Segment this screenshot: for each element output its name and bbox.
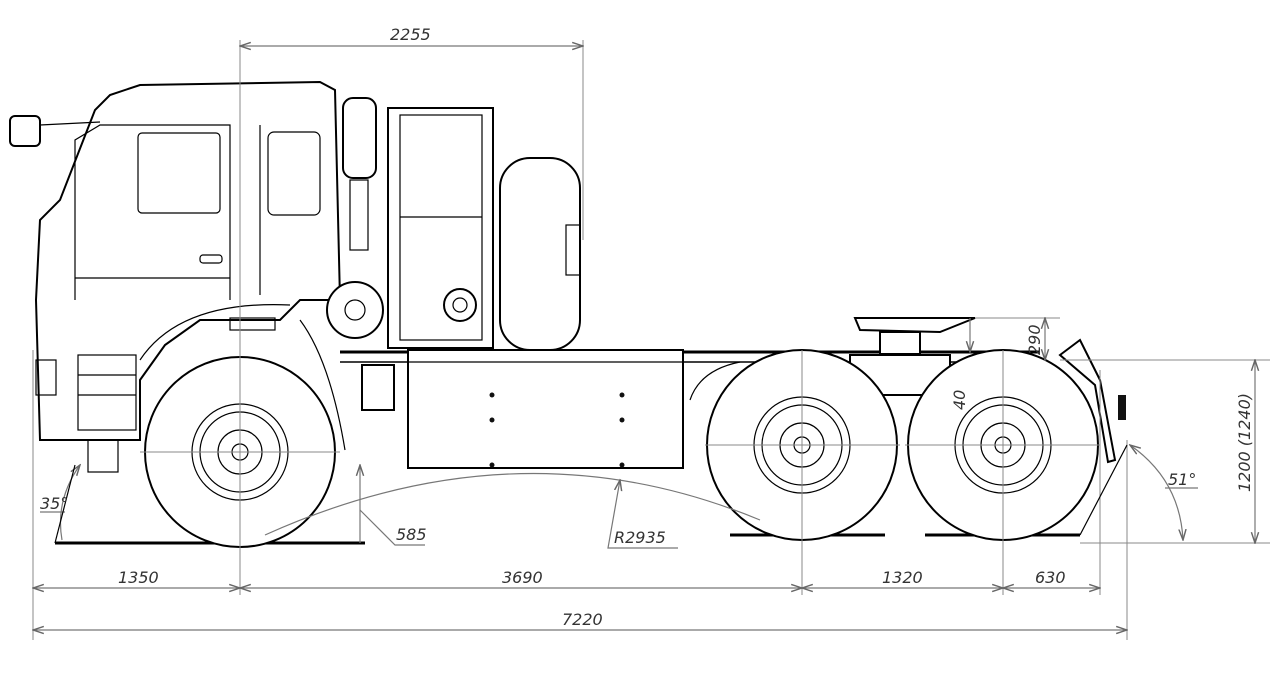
- dim-51-deg: 51°: [1168, 470, 1196, 489]
- dim-1320: 1320: [882, 568, 923, 587]
- mirror: [9, 115, 101, 147]
- dim-r2935: R2935: [614, 528, 666, 547]
- dim-1350: 1350: [118, 568, 159, 587]
- dim-35-deg: 35°: [40, 494, 68, 513]
- dim-40: 40: [950, 390, 969, 410]
- dim-290: 290: [1025, 324, 1044, 355]
- dimension-lines: [33, 46, 1255, 630]
- air-intake: [299, 97, 395, 451]
- spare-tire: [499, 157, 581, 351]
- equipment-box: [387, 107, 494, 349]
- extension-lines: [32, 40, 1270, 640]
- dim-1200-1240: 1200 (1240): [1235, 393, 1254, 492]
- cab: [34, 80, 342, 473]
- dim-7220: 7220: [562, 610, 603, 629]
- dim-630: 630: [1035, 568, 1066, 587]
- dim-3690: 3690: [502, 568, 543, 587]
- rear-lights: [689, 338, 1126, 464]
- chassis: [340, 349, 1040, 469]
- dim-2255: 2255: [390, 25, 431, 44]
- dim-585: 585: [396, 525, 427, 544]
